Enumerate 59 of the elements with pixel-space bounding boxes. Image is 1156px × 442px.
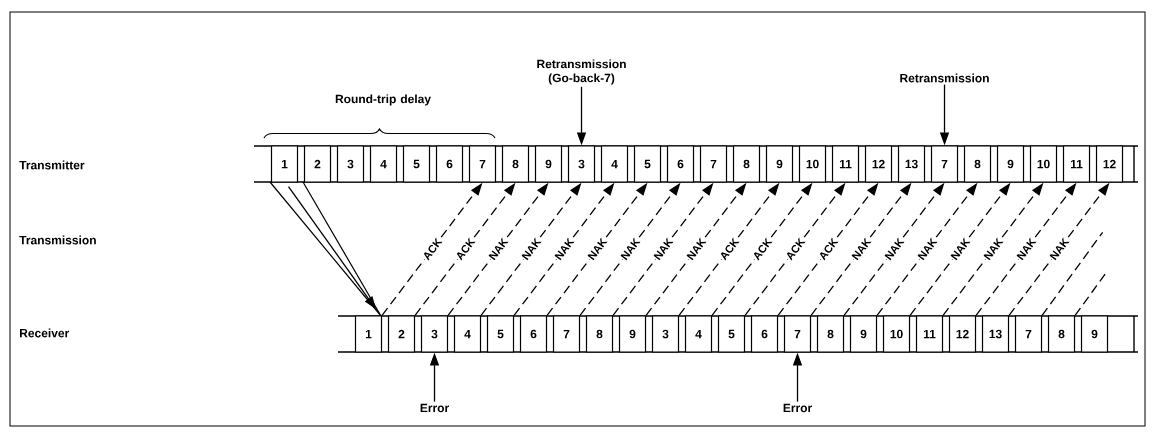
frame-box: 7 [552, 315, 581, 353]
frame-box: 10 [1029, 145, 1058, 183]
annotation-label: Retransmission (Go-back-7) [537, 59, 626, 85]
frame-box: 9 [849, 315, 878, 353]
frame-box: 11 [915, 315, 944, 353]
annotation-label: Error [420, 403, 449, 413]
frame-box: 3 [336, 145, 365, 183]
frame-box: 5 [633, 145, 662, 183]
row-label: Transmission [19, 235, 96, 245]
frame-box: 12 [864, 145, 893, 183]
frame-box: 7 [468, 145, 497, 183]
frame-box: 1 [270, 145, 299, 183]
frame-box: 7 [699, 145, 728, 183]
frame-box: 9 [618, 315, 647, 353]
frame-box: 3 [651, 315, 680, 353]
frame-box: 10 [798, 145, 827, 183]
frame-box: 4 [600, 145, 629, 183]
frame-box: 5 [402, 145, 431, 183]
frame-box: 6 [750, 315, 779, 353]
frame-box: 7 [783, 315, 812, 353]
frame-box: 11 [1062, 145, 1091, 183]
frame-box: 7 [1014, 315, 1043, 353]
frame-box: 9 [765, 145, 794, 183]
row-label: Round-trip delay [335, 94, 431, 106]
frame-box: 4 [684, 315, 713, 353]
frame-box: 8 [585, 315, 614, 353]
row-label: Transmitter [19, 160, 85, 170]
frame-box: 8 [816, 315, 845, 353]
frame-box: 3 [420, 315, 449, 353]
frame-box: 6 [666, 145, 695, 183]
frame-box: 8 [1047, 315, 1076, 353]
frame-box: 6 [435, 145, 464, 183]
row-label: Receiver [20, 328, 70, 338]
frame-box: 3 [567, 145, 596, 183]
frame-box: 12 [1095, 145, 1124, 183]
frame-box: 8 [501, 145, 530, 183]
frame-box: 9 [996, 145, 1025, 183]
annotation-label: Error [783, 403, 812, 413]
frame-box: 4 [453, 315, 482, 353]
frame-box: 2 [387, 315, 416, 353]
annotation-label: Retransmission [900, 73, 989, 83]
frame-box: 13 [981, 315, 1010, 353]
frame-box: 1 [354, 315, 383, 353]
frame-box: 8 [963, 145, 992, 183]
frame-box: 5 [717, 315, 746, 353]
frame-box: 10 [882, 315, 911, 353]
frame-box: 11 [831, 145, 860, 183]
frame-box: 2 [303, 145, 332, 183]
dashed-line [1074, 271, 1107, 317]
frame-box: 8 [732, 145, 761, 183]
dashed-line [1041, 231, 1104, 317]
frame-box: 7 [930, 145, 959, 183]
frame-box: 6 [519, 315, 548, 353]
frame-box: 5 [486, 315, 515, 353]
frame-box: 4 [369, 145, 398, 183]
frame-box: 13 [897, 145, 926, 183]
frame-box: 9 [1080, 315, 1109, 353]
frame-box: 9 [534, 145, 563, 183]
frame-box: 12 [948, 315, 977, 353]
